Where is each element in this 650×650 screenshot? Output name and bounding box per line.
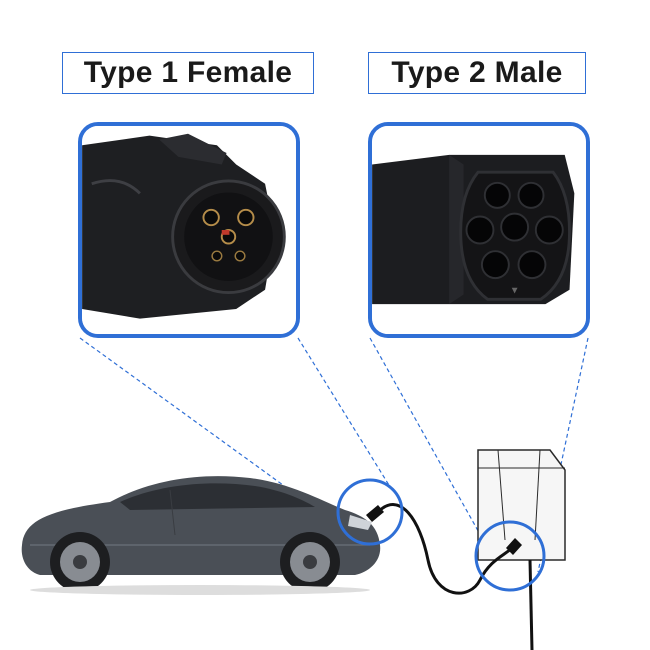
type1-connector-icon — [82, 126, 296, 334]
callout-lines — [79, 337, 589, 573]
callout-line-left-inner — [297, 337, 393, 491]
car-port-highlight — [336, 478, 404, 546]
charger-plug — [506, 538, 522, 555]
type1-connector-zoom — [78, 122, 300, 338]
charger-plug-highlight — [474, 520, 546, 592]
type2-connector-icon — [372, 126, 586, 334]
rear-wheel — [50, 532, 110, 592]
type2-connector-zoom — [368, 122, 590, 338]
type1-female-label: Type 1 Female — [62, 52, 314, 94]
front-wheel — [280, 532, 340, 592]
type2-male-label: Type 2 Male — [368, 52, 586, 94]
callout-line-right-outer — [369, 337, 487, 546]
callout-line-right-inner — [537, 337, 589, 573]
wall-charger — [477, 449, 566, 650]
electric-car — [21, 476, 381, 595]
charging-cable — [376, 503, 514, 595]
callout-line-left-outer — [79, 337, 353, 536]
car-plug — [366, 505, 384, 522]
